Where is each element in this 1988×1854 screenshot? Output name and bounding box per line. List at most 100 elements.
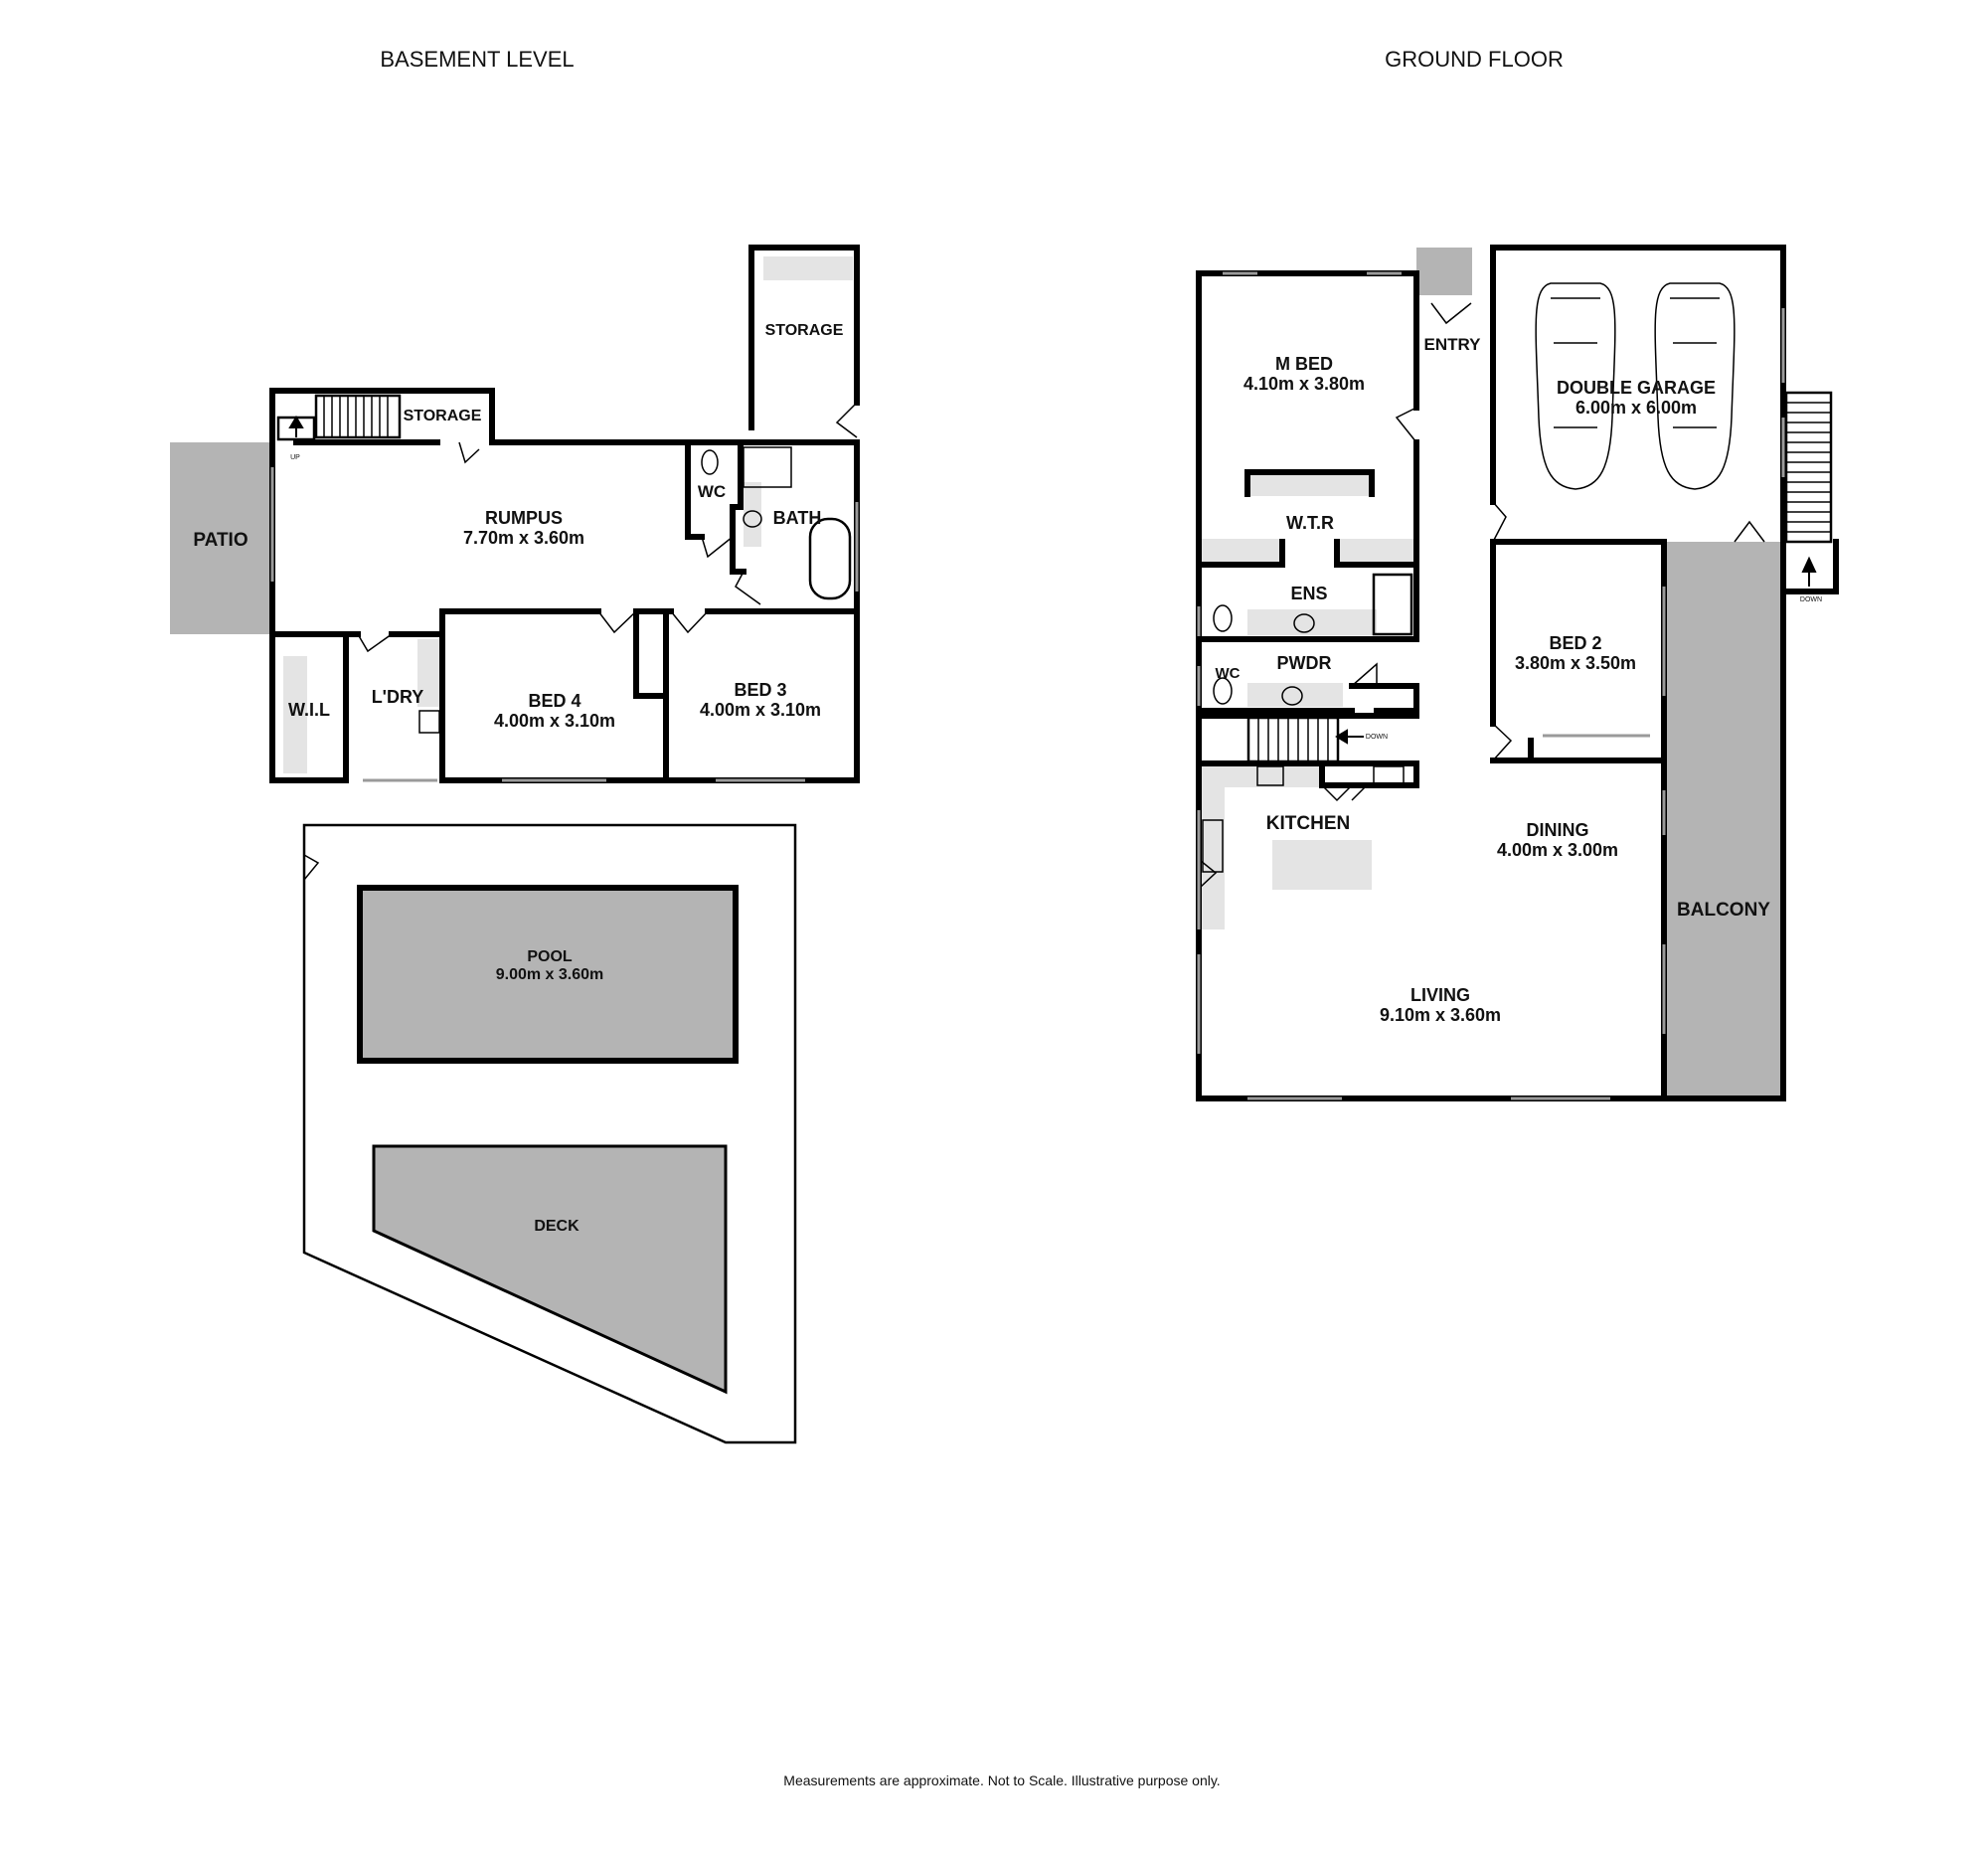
pool-dims: 9.00m x 3.60m: [496, 966, 604, 983]
cooktop-icon: [1256, 765, 1284, 786]
pwdr-label: PWDR: [1277, 653, 1332, 673]
wtr-door-jambs: [1279, 539, 1340, 568]
storage-right-label: STORAGE: [765, 322, 844, 339]
door-swing: [458, 441, 480, 464]
rumpus-dims: 7.70m x 3.60m: [463, 528, 584, 548]
dining-dims: 4.00m x 3.00m: [1497, 840, 1618, 860]
ground-floor-title: GROUND FLOOR: [1385, 47, 1564, 72]
basement-outer-wall: [269, 388, 860, 783]
bed4-dims: 4.00m x 3.10m: [494, 711, 615, 731]
door-swing: [1492, 501, 1507, 543]
door-swing: [670, 610, 709, 634]
bed2-label: BED 2: [1549, 633, 1601, 653]
door-swing: [735, 571, 761, 605]
wil-label: W.I.L: [288, 700, 330, 720]
pwdr-walls: [1196, 683, 1419, 714]
ens-vanity: [1247, 609, 1377, 635]
shower-icon: [1372, 573, 1413, 636]
pwdr-vanity: [1247, 683, 1343, 707]
down-arrow-icon: [1335, 729, 1364, 745]
up-arrow-icon: [288, 416, 304, 437]
pool-label: POOL: [527, 948, 573, 965]
patio-label: PATIO: [193, 530, 248, 551]
wtr-top-wall: [1244, 469, 1375, 497]
rumpus-label: RUMPUS: [485, 508, 563, 528]
up-arrow-icon: [1801, 556, 1817, 587]
door-swing: [1351, 784, 1368, 801]
storage-right-walls: [748, 245, 860, 430]
garage-dims: 6.00m x 6.00m: [1575, 398, 1697, 418]
bath-vanity: [744, 482, 761, 547]
ext-stair-down-label: DOWN: [1800, 596, 1822, 603]
kitchen-label: KITCHEN: [1266, 813, 1350, 834]
wardrobe-right: [1337, 539, 1414, 564]
bed2-dims: 3.80m x 3.50m: [1515, 653, 1636, 673]
bed4-label: BED 4: [528, 691, 580, 711]
sink-icon: [1202, 819, 1224, 873]
closet-walls: [633, 608, 669, 699]
wc-label: WC: [698, 482, 726, 501]
external-stairs: DOWN: [1784, 391, 1833, 603]
bath-lower-wall: [730, 534, 746, 575]
toilet-icon: [1213, 604, 1233, 632]
balcony-label: BALCONY: [1677, 900, 1770, 921]
deck-area: [372, 1144, 728, 1395]
entry-label: ENTRY: [1424, 335, 1482, 354]
bed3-label: BED 3: [734, 680, 786, 700]
basin-icon: [743, 510, 762, 528]
kitchen-island: [1272, 840, 1372, 890]
car-icon: [1535, 282, 1616, 490]
car-icon: [1654, 282, 1736, 490]
mbed-label: M BED: [1275, 354, 1333, 374]
entry-porch: [1416, 248, 1472, 295]
door-swing: [1430, 302, 1472, 325]
basement-level-plan: UP PATIO STORAGE STORAGE RUMPUS 7.70m x …: [170, 245, 860, 1444]
mbed-dims: 4.10m x 3.80m: [1243, 374, 1365, 394]
door-swing: [1351, 662, 1378, 687]
wil-shelf: [283, 656, 307, 773]
bed2-walls: [1490, 539, 1667, 763]
ens-walls: [1196, 562, 1419, 642]
pool-yard-boundary: [302, 823, 797, 1444]
basement-stairs: UP: [276, 394, 402, 461]
kitchen-bench-side: [1200, 763, 1225, 929]
basin-icon: [1293, 613, 1315, 633]
door-swing: [1321, 784, 1353, 802]
living-dims: 9.10m x 3.60m: [1380, 1005, 1501, 1025]
wardrobe-left: [1201, 539, 1280, 564]
laundry-bench: [417, 639, 439, 707]
cooktop-icon: [1373, 765, 1405, 784]
living-label: LIVING: [1410, 985, 1470, 1005]
stair-bottom-wall: [1196, 760, 1419, 788]
toilet-icon: [1213, 677, 1233, 705]
gate-swing: [303, 854, 320, 881]
bathtub-icon: [808, 517, 852, 600]
basin-icon: [1281, 686, 1303, 706]
basement-level-title: BASEMENT LEVEL: [380, 47, 574, 72]
ground-floor-plan: DOWN DOWN: [1196, 245, 1839, 1101]
laundry-tub-icon: [418, 710, 440, 734]
toilet-icon: [701, 449, 719, 475]
door-swing: [1200, 860, 1218, 888]
storage-shelf: [763, 256, 853, 280]
ext-stair-walls: [1780, 539, 1839, 594]
balcony-area: [1664, 542, 1783, 1098]
wc-label: WC: [1216, 665, 1241, 682]
bath-label: BATH: [773, 508, 822, 528]
stair-down-label: DOWN: [1366, 734, 1388, 741]
patio-area: [170, 442, 272, 634]
door-swing: [1734, 520, 1765, 543]
door-swing: [1395, 407, 1417, 443]
wc-walls: [685, 439, 705, 540]
storage-top-label: STORAGE: [404, 408, 482, 424]
shower-icon: [743, 446, 792, 488]
disclaimer-note: Measurements are approximate. Not to Sca…: [783, 1772, 1220, 1788]
stair-up-label: UP: [290, 454, 300, 461]
pool-area: [357, 885, 739, 1064]
dining-label: DINING: [1527, 820, 1589, 840]
door-swing: [597, 610, 637, 634]
bed3-dims: 4.00m x 3.10m: [700, 700, 821, 720]
door-swing: [701, 536, 734, 559]
deck-label: DECK: [534, 1218, 580, 1235]
